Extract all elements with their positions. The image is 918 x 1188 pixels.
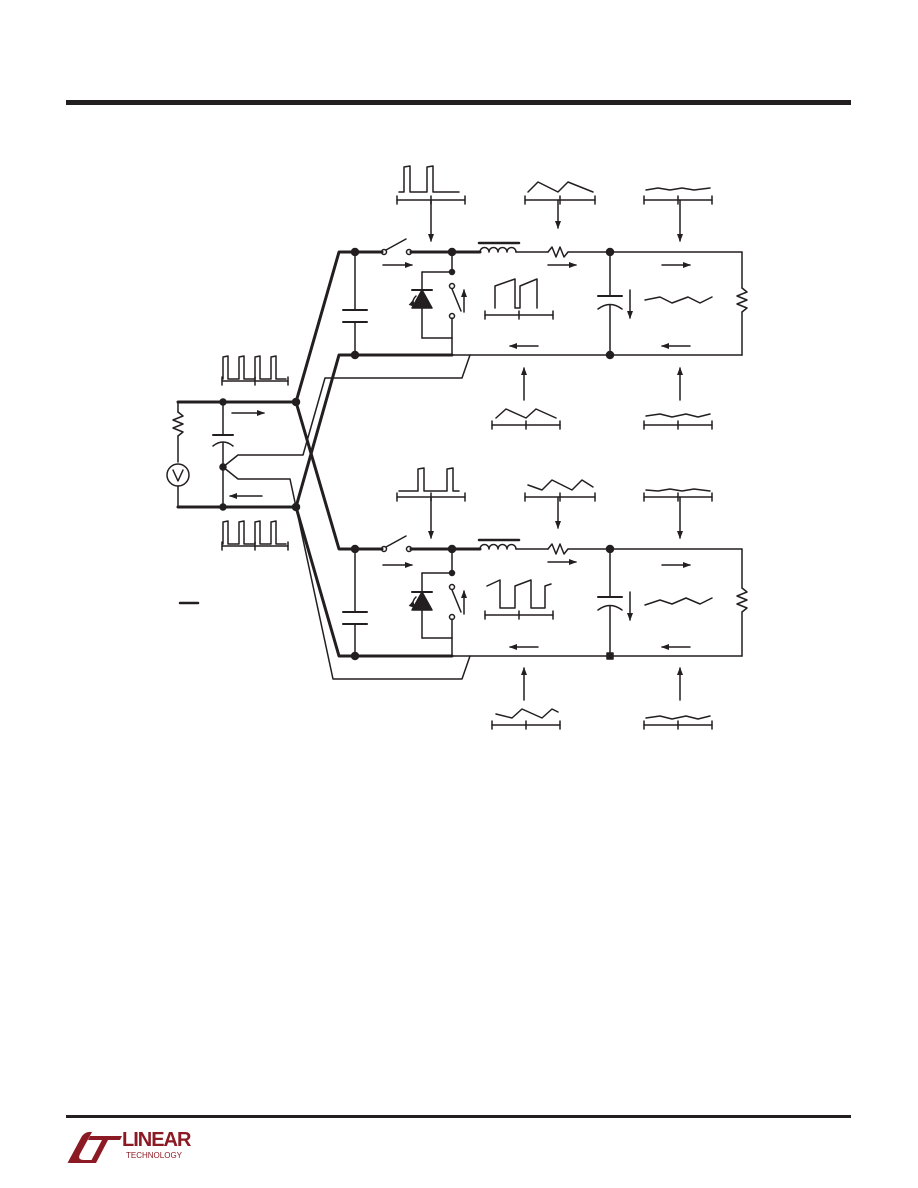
phase1-return-ripple-waveform xyxy=(643,413,713,430)
phase2-return-current-waveform xyxy=(491,708,561,730)
phase1-switch-waveform xyxy=(396,165,466,205)
linear-technology-logo: LINEAR TECHNOLOGY xyxy=(64,1130,194,1166)
phase1-sense-resistor-icon xyxy=(547,246,569,258)
voltage-source-icon xyxy=(166,463,190,487)
source-resistor-icon xyxy=(172,411,184,437)
phase1-inductor-icon xyxy=(479,246,517,253)
lt-logo-mark-icon xyxy=(67,1131,122,1163)
phase1-return-current-waveform xyxy=(491,408,561,430)
phase2-sense-resistor-icon xyxy=(547,543,569,555)
phase2-bottom-switch-icon xyxy=(451,589,462,613)
logo-subtext: TECHNOLOGY xyxy=(126,1151,183,1160)
phase2-cap-ripple-waveform xyxy=(644,597,713,606)
phase2-return-ripple-waveform xyxy=(643,715,713,730)
logo-wordmark: LINEAR xyxy=(122,1129,191,1151)
lower-phase xyxy=(342,467,748,730)
phase2-output-ripple-waveform xyxy=(643,488,713,502)
phase2-inductor-icon xyxy=(479,543,517,550)
phase1-output-ripple-waveform xyxy=(643,187,713,205)
input-current-waveform xyxy=(221,355,289,386)
phase2-inductor-current-waveform xyxy=(524,479,596,502)
phase2-diode-voltage-waveform xyxy=(484,579,554,620)
phase1-top-switch-icon xyxy=(385,238,407,251)
phase1-diode-voltage-waveform xyxy=(484,278,554,320)
phase1-bottom-switch-icon xyxy=(451,288,462,312)
phase1-cap-ripple-waveform xyxy=(644,296,713,304)
phase1-load-resistor-icon xyxy=(736,287,748,313)
phase1-inductor-current-waveform xyxy=(524,181,596,205)
upper-phase xyxy=(342,165,748,430)
header-rule xyxy=(66,100,851,105)
phase2-top-switch-icon xyxy=(385,535,407,548)
phase2-switch-waveform xyxy=(396,467,466,502)
input-section xyxy=(166,355,301,605)
footer-rule xyxy=(66,1115,851,1118)
crossover-wiring xyxy=(222,250,471,680)
input-ripple-waveform xyxy=(221,520,289,551)
phase2-load-resistor-icon xyxy=(736,587,748,613)
